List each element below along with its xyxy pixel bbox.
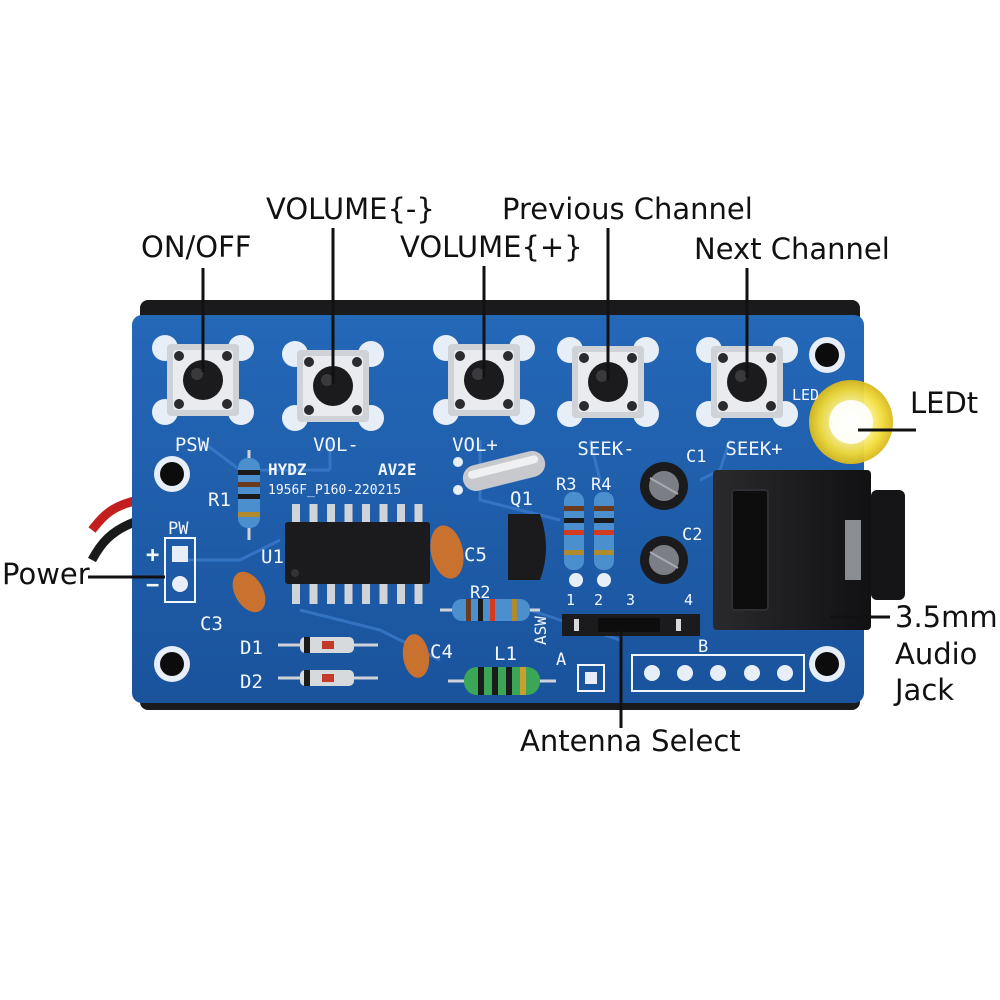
label-audio-jack-line3: Jack xyxy=(895,673,955,707)
power-button[interactable] xyxy=(152,335,254,425)
capacitor-c3 xyxy=(232,571,266,613)
silk-asw: ASW xyxy=(531,616,550,645)
silk-c5: C5 xyxy=(464,544,487,566)
inductor-l1 xyxy=(448,667,556,695)
silk-d1: D1 xyxy=(240,637,263,659)
label-on-off: ON/OFF xyxy=(141,230,252,264)
silk-pin3: 3 xyxy=(626,591,635,609)
silk-pin2: 2 xyxy=(594,591,603,609)
silk-pin1: 1 xyxy=(566,591,575,609)
silk-r2: R2 xyxy=(470,583,490,603)
label-previous-channel: Previous Channel xyxy=(502,192,753,226)
silk-psw: PSW xyxy=(175,434,210,456)
silk-b: B xyxy=(698,637,708,657)
silk-seek-plus: SEEK+ xyxy=(725,438,782,460)
seek-down-button[interactable] xyxy=(557,337,659,427)
label-audio-jack-line2: Audio xyxy=(895,637,978,671)
silk-plus: + xyxy=(146,543,159,568)
chip-u1 xyxy=(285,504,430,604)
label-audio-jack-line1: 3.5mm xyxy=(895,600,998,634)
silk-model: AV2E xyxy=(378,460,417,479)
resistor-r4 xyxy=(594,492,614,587)
label-antenna-select: Antenna Select xyxy=(520,724,741,758)
silk-minus: − xyxy=(146,573,159,598)
mounting-holes xyxy=(154,337,845,682)
silk-d2: D2 xyxy=(240,671,263,693)
label-next-channel: Next Channel xyxy=(694,232,890,266)
led-bulb xyxy=(809,380,893,464)
capacitor-c2 xyxy=(640,536,688,584)
silk-l1: L1 xyxy=(494,643,517,665)
label-volume-minus: VOLUME{-} xyxy=(266,192,435,226)
power-connector xyxy=(164,537,196,603)
silk-r3: R3 xyxy=(556,475,576,495)
silk-r4: R4 xyxy=(591,475,611,495)
volume-down-button[interactable] xyxy=(282,341,384,431)
silk-c1: C1 xyxy=(686,447,706,467)
silk-a: A xyxy=(556,650,566,670)
silk-c2: C2 xyxy=(682,525,702,545)
silk-pw: PW xyxy=(168,519,189,539)
seek-up-button[interactable] xyxy=(696,337,798,427)
resistor-r2 xyxy=(440,599,540,621)
silk-seek-minus: SEEK- xyxy=(577,438,634,460)
silk-brand: HYDZ xyxy=(268,460,307,479)
crystal-oscillator xyxy=(453,450,546,495)
silk-c3: C3 xyxy=(200,613,223,635)
silk-q1: Q1 xyxy=(510,488,533,510)
silk-u1: U1 xyxy=(261,546,284,568)
silk-vol-minus: VOL- xyxy=(313,434,359,456)
antenna-pad-a xyxy=(577,664,605,692)
label-led: LEDt xyxy=(910,386,979,420)
label-volume-plus: VOLUME{+} xyxy=(400,230,583,264)
capacitor-c5 xyxy=(430,525,464,579)
capacitor-c1 xyxy=(640,462,688,510)
transistor-q1 xyxy=(508,514,546,580)
silk-led: LED xyxy=(792,386,819,404)
volume-up-button[interactable] xyxy=(433,335,535,425)
diode-d2 xyxy=(278,670,378,686)
capacitor-c4 xyxy=(402,634,430,678)
silk-c4: C4 xyxy=(430,641,453,663)
resistor-r3 xyxy=(564,492,584,587)
audio-jack xyxy=(713,470,905,630)
silk-vol-plus: VOL+ xyxy=(452,434,498,456)
antenna-jumper xyxy=(562,614,700,636)
diode-d1 xyxy=(278,637,378,653)
resistor-r1 xyxy=(238,450,260,540)
silk-r1: R1 xyxy=(208,489,231,511)
antenna-header-b xyxy=(631,654,805,692)
silk-pin4: 4 xyxy=(684,591,693,609)
silk-board-id: 1956F_P160-220215 xyxy=(268,483,401,498)
callout-lines xyxy=(88,228,916,728)
label-power: Power xyxy=(2,557,90,591)
